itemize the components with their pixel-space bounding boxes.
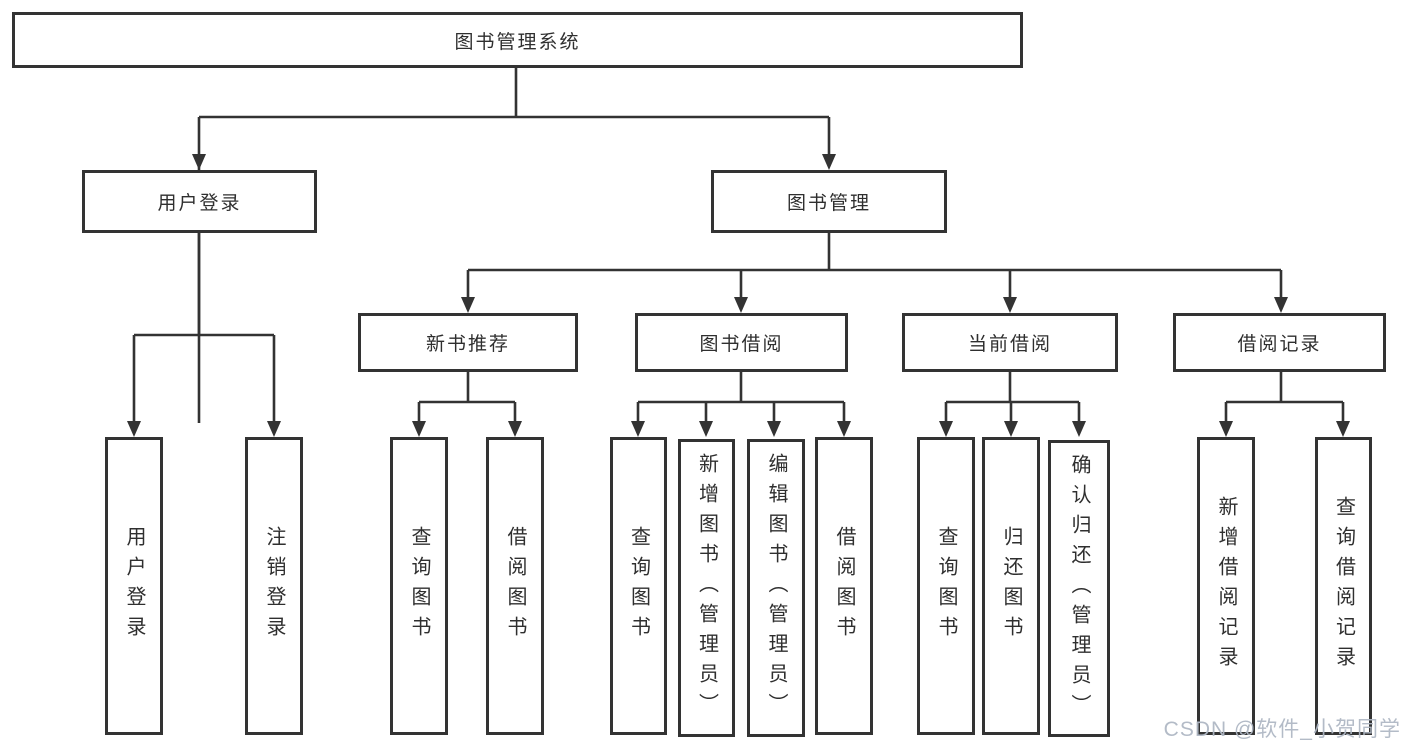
arrowheads	[127, 154, 1350, 437]
node-borrowing-records: 借阅记录	[1173, 313, 1386, 372]
arrowhead-icon	[412, 421, 426, 437]
node-borrowing-records-label: 借阅记录	[1237, 334, 1322, 355]
connector-borrowing-records-branch	[1224, 372, 1345, 423]
node-current-borrowing-label: 当前借阅	[967, 334, 1052, 355]
arrowhead-icon	[837, 421, 851, 437]
arrowhead-icon	[699, 421, 713, 437]
leaf-query-books-current: 查询图书	[917, 437, 975, 735]
arrowhead-icon	[767, 421, 781, 437]
connector-new-book-recommend-branch	[417, 372, 517, 423]
leaf-query-books-current-label: 查询图书	[935, 526, 957, 646]
leaf-query-borrow-record: 查询借阅记录	[1315, 437, 1372, 735]
leaf-logout-label: 注销登录	[263, 526, 285, 646]
node-user-login-label: 用户登录	[157, 193, 242, 214]
node-book-management: 图书管理	[711, 170, 947, 233]
leaf-borrow-books-borrowing-label: 借阅图书	[833, 526, 855, 646]
leaf-query-books-borrowing: 查询图书	[610, 437, 667, 735]
leaf-add-borrow-record-label: 新增借阅记录	[1215, 496, 1237, 676]
node-root-label: 图书管理系统	[454, 31, 581, 53]
arrowhead-icon	[1004, 421, 1018, 437]
arrowhead-icon	[508, 421, 522, 437]
arrowhead-icon	[461, 297, 475, 313]
node-new-book-recommend: 新书推荐	[358, 313, 578, 372]
connector-current-borrowing-branch	[944, 372, 1081, 423]
leaf-borrow-books-recommend: 借阅图书	[486, 437, 544, 735]
leaf-add-borrow-record: 新增借阅记录	[1197, 437, 1255, 735]
arrowhead-icon	[1336, 421, 1350, 437]
leaf-edit-book-admin: 编辑图书（管理员）	[747, 439, 805, 737]
arrowhead-icon	[1072, 421, 1086, 437]
arrowhead-icon	[127, 421, 141, 437]
leaf-add-book-admin-label: 新增图书（管理员）	[695, 453, 718, 723]
arrowhead-icon	[822, 154, 836, 170]
arrowhead-icon	[631, 421, 645, 437]
arrowhead-icon	[1003, 297, 1017, 313]
connector-book-management-branch	[466, 233, 1283, 299]
node-current-borrowing: 当前借阅	[902, 313, 1118, 372]
node-user-login: 用户登录	[82, 170, 317, 233]
leaf-user-login: 用户登录	[105, 437, 163, 735]
leaf-query-books-borrowing-label: 查询图书	[627, 526, 650, 646]
leaf-query-books-recommend: 查询图书	[390, 437, 448, 735]
node-new-book-recommend-label: 新书推荐	[425, 334, 510, 355]
arrowhead-icon	[1274, 297, 1288, 313]
arrowhead-icon	[267, 421, 281, 437]
leaf-user-login-label: 用户登录	[123, 526, 145, 646]
node-book-borrowing: 图书借阅	[635, 313, 848, 372]
arrowhead-icon	[939, 421, 953, 437]
leaf-confirm-return-admin-label: 确认归还（管理员）	[1068, 453, 1090, 724]
leaf-borrow-books-recommend-label: 借阅图书	[504, 526, 526, 646]
arrowhead-icon	[192, 154, 206, 170]
leaf-logout: 注销登录	[245, 437, 303, 735]
watermark: CSDN @软件_小贺同学	[1163, 718, 1401, 741]
arrowhead-icon	[734, 297, 748, 313]
node-book-management-label: 图书管理	[786, 193, 871, 214]
leaf-return-books: 归还图书	[982, 437, 1040, 735]
leaf-edit-book-admin-label: 编辑图书（管理员）	[765, 453, 787, 723]
leaf-return-books-label: 归还图书	[1000, 526, 1022, 646]
leaf-add-book-admin: 新增图书（管理员）	[678, 439, 735, 737]
leaf-query-borrow-record-label: 查询借阅记录	[1332, 496, 1355, 676]
leaf-confirm-return-admin: 确认归还（管理员）	[1048, 440, 1110, 737]
leaf-borrow-books-borrowing: 借阅图书	[815, 437, 873, 735]
connector-root-to-level2	[197, 68, 831, 423]
node-root: 图书管理系统	[12, 12, 1023, 68]
arrowhead-icon	[1219, 421, 1233, 437]
connector-user-login-branch	[132, 233, 276, 423]
leaf-query-books-recommend-label: 查询图书	[408, 526, 430, 646]
connector-book-borrowing-branch	[636, 372, 846, 423]
node-book-borrowing-label: 图书借阅	[699, 334, 784, 355]
